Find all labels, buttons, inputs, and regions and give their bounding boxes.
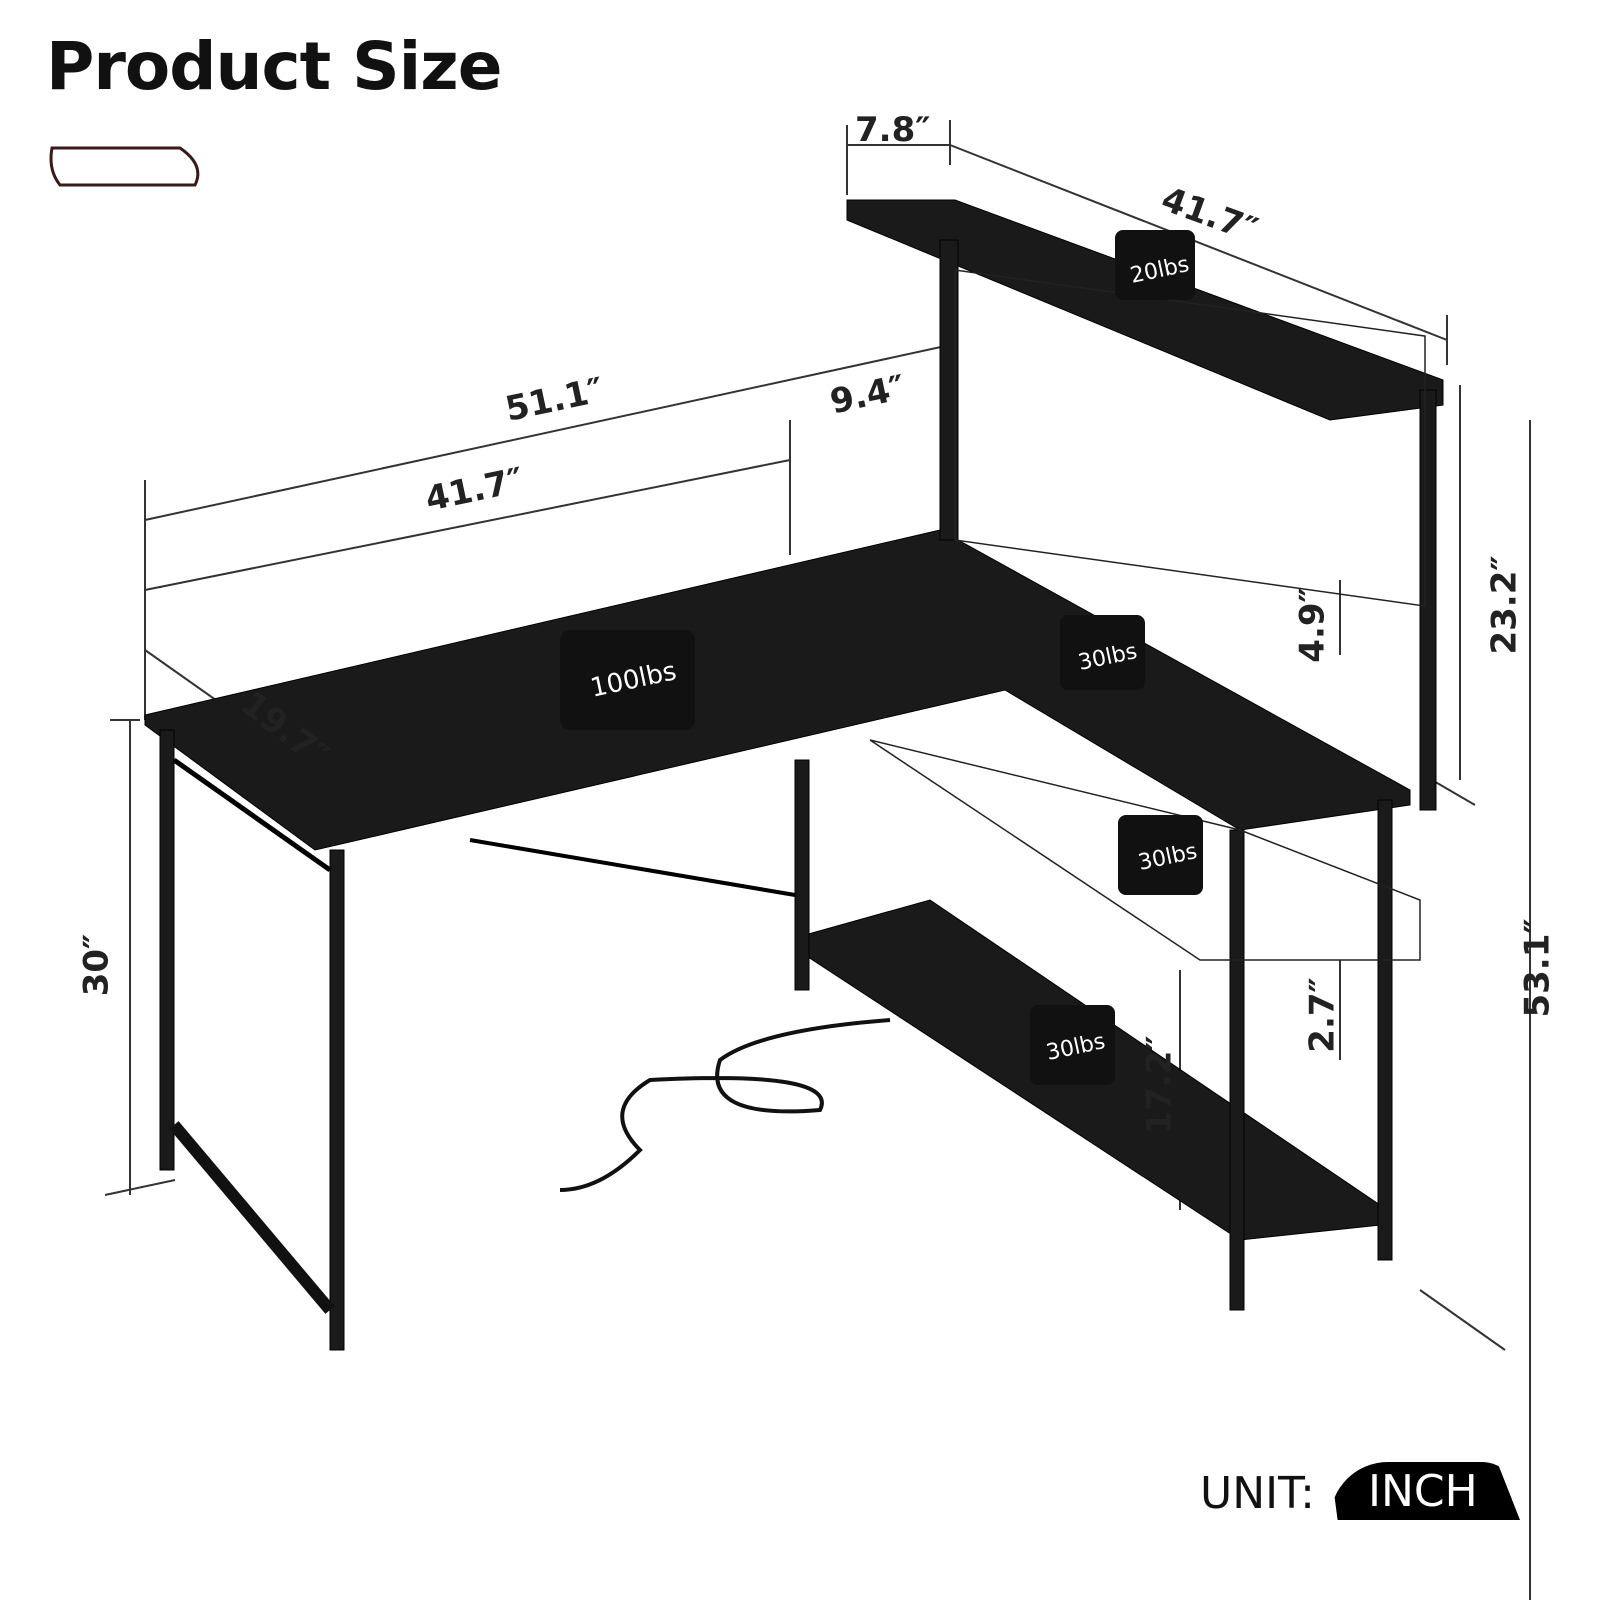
hutch-height-label: 23.2″ <box>1484 555 1525 655</box>
page-title: Product Size <box>46 28 502 105</box>
weight-icons <box>560 230 1203 1085</box>
title-swoosh <box>49 146 200 187</box>
desk-height-label: 30″ <box>76 933 117 997</box>
total-height-label: 53.1″ <box>1517 918 1558 1018</box>
desk <box>144 199 1444 1351</box>
unit-badge <box>1330 1462 1520 1520</box>
unit-value: INCH <box>1368 1466 1478 1517</box>
shelf-depth-label: 7.8″ <box>855 110 931 150</box>
basket-height-label: 2.7″ <box>1302 977 1343 1053</box>
grid-gap-label: 4.9″ <box>1292 587 1333 663</box>
unit-label: UNIT: <box>1200 1468 1315 1519</box>
top-shelf <box>846 199 1444 421</box>
power-cord <box>559 1018 891 1192</box>
bottom-shelf-height-label: 17.2″ <box>1139 1035 1180 1135</box>
